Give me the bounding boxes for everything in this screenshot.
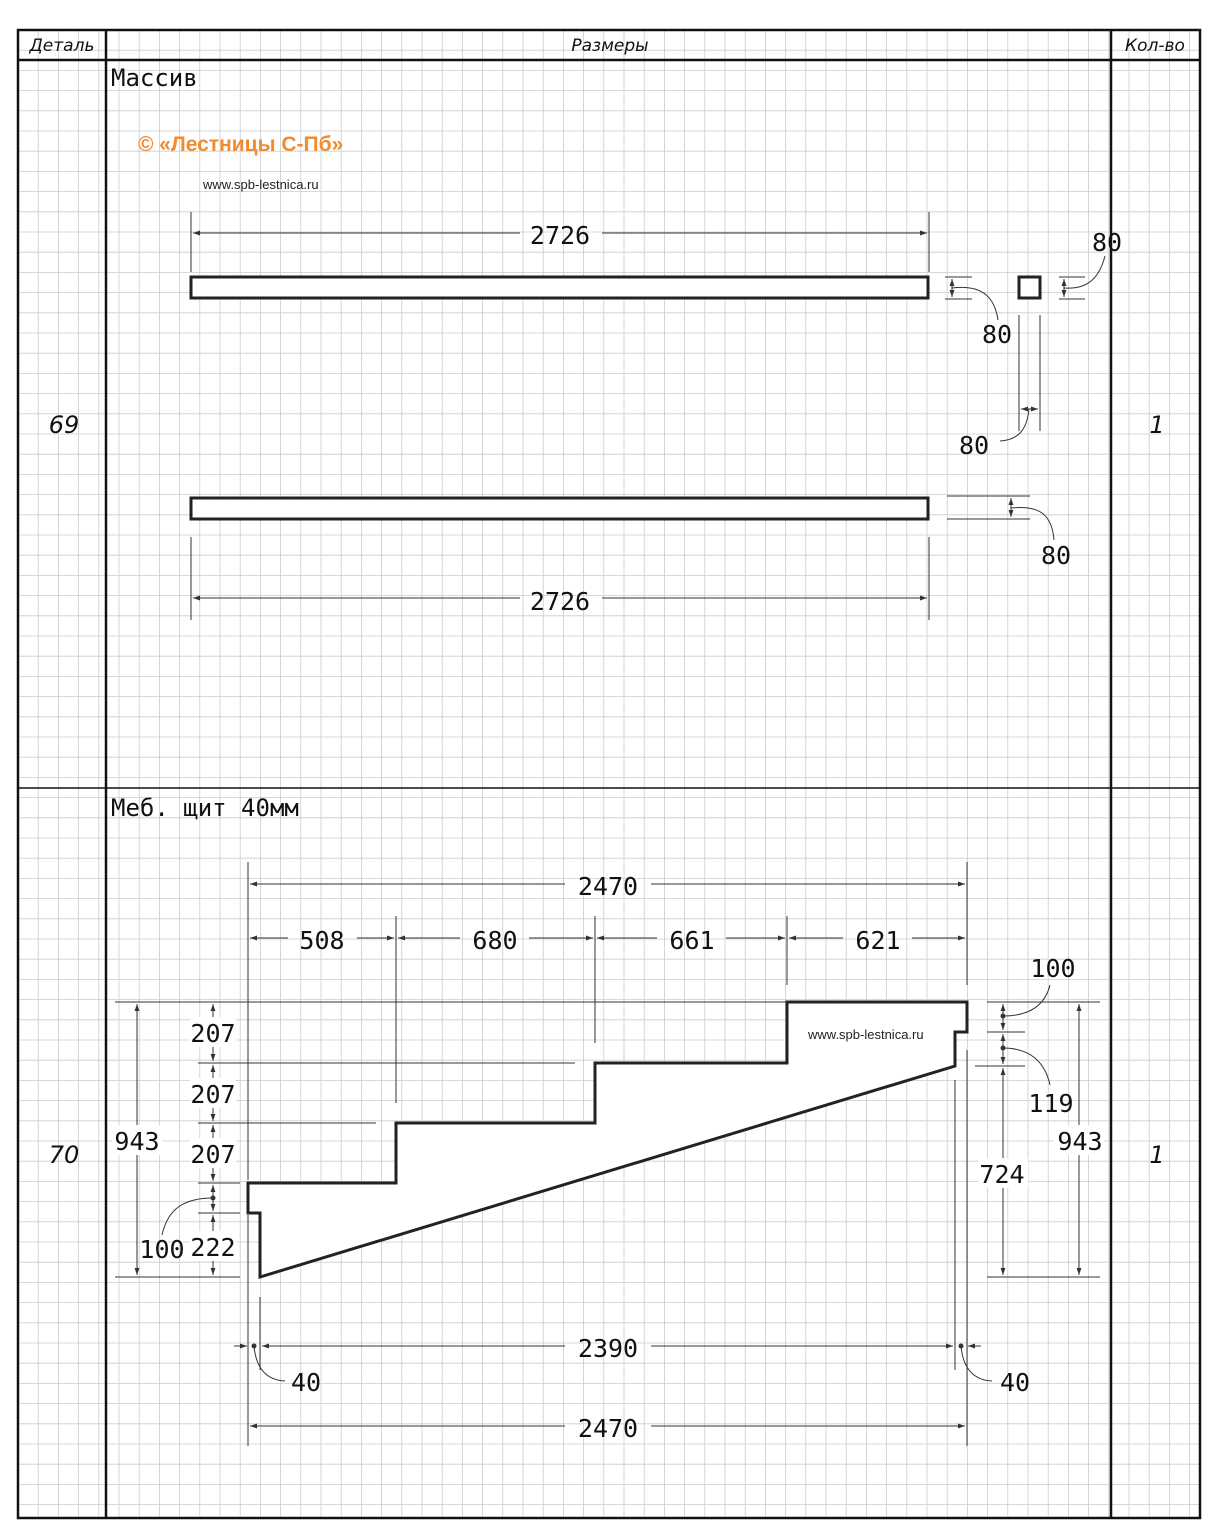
dim-section-height: 80 bbox=[1092, 228, 1122, 257]
dim-segment-3: 661 bbox=[669, 926, 714, 955]
row-quantity: 1 bbox=[1149, 1141, 1164, 1169]
material-label: Массив bbox=[111, 64, 198, 92]
dim-left-notch: 100 bbox=[139, 1235, 184, 1264]
row-number: 69 bbox=[49, 411, 80, 439]
dim-rise-1: 207 bbox=[190, 1019, 235, 1048]
watermark-text: © «Лестницы С-Пб» bbox=[138, 133, 343, 156]
dim-length-top: 2726 bbox=[530, 221, 590, 250]
graph-paper-grid bbox=[17, 29, 1200, 1518]
dim-segment-4: 621 bbox=[855, 926, 900, 955]
dim-segment-1: 508 bbox=[299, 926, 344, 955]
dim-height-bottom: 80 bbox=[1041, 541, 1071, 570]
dim-left-total: 943 bbox=[114, 1127, 159, 1156]
stringer-outline bbox=[246, 1000, 969, 1280]
segment-dims: 508 680 661 621 bbox=[250, 926, 965, 955]
dim-rise-2: 207 bbox=[190, 1080, 235, 1109]
dim-height-top: 80 bbox=[982, 320, 1012, 349]
stringer-url: www.spb-lestnica.ru bbox=[807, 1027, 924, 1042]
material-label: Меб. щит 40мм bbox=[111, 794, 299, 822]
watermark-url: www.spb-lestnica.ru bbox=[202, 177, 319, 192]
dim-bottom-inner: 2390 bbox=[578, 1334, 638, 1363]
dim-bottom-right-offset: 40 bbox=[1000, 1368, 1030, 1397]
row-70: 70 1 Меб. щит 40мм www.spb-lestnica.ru 2… bbox=[49, 794, 1165, 1446]
row-quantity: 1 bbox=[1149, 411, 1164, 439]
dim-bottom-left-offset: 40 bbox=[291, 1368, 321, 1397]
dim-right-total: 943 bbox=[1057, 1127, 1102, 1156]
dim-segment-2: 680 bbox=[472, 926, 517, 955]
dim-length-bottom: 2726 bbox=[530, 587, 590, 616]
beam-section bbox=[1017, 275, 1042, 300]
header-detail: Деталь bbox=[29, 36, 95, 56]
dim-bottom-total: 2470 bbox=[578, 1414, 638, 1443]
row-69: 69 1 Массив © «Лестницы С-Пб» www.spb-le… bbox=[49, 64, 1165, 620]
dim-right-notch: 100 bbox=[1030, 954, 1075, 983]
header-dimensions: Размеры bbox=[571, 36, 648, 56]
header-quantity: Кол-во bbox=[1125, 36, 1185, 56]
dim-section-width: 80 bbox=[959, 431, 989, 460]
dim-rise-4: 222 bbox=[190, 1233, 235, 1262]
table-frame bbox=[16, 28, 1202, 1520]
beam-top-view bbox=[189, 275, 930, 300]
dim-overall-top: 2470 bbox=[578, 872, 638, 901]
table-header: Деталь Размеры Кол-во bbox=[29, 36, 1185, 56]
beam-side-view bbox=[189, 496, 930, 521]
row-number: 70 bbox=[49, 1141, 80, 1169]
dim-right-step: 119 bbox=[1028, 1089, 1073, 1118]
dim-rise-3: 207 bbox=[190, 1140, 235, 1169]
dim-right-lower: 724 bbox=[979, 1160, 1024, 1189]
